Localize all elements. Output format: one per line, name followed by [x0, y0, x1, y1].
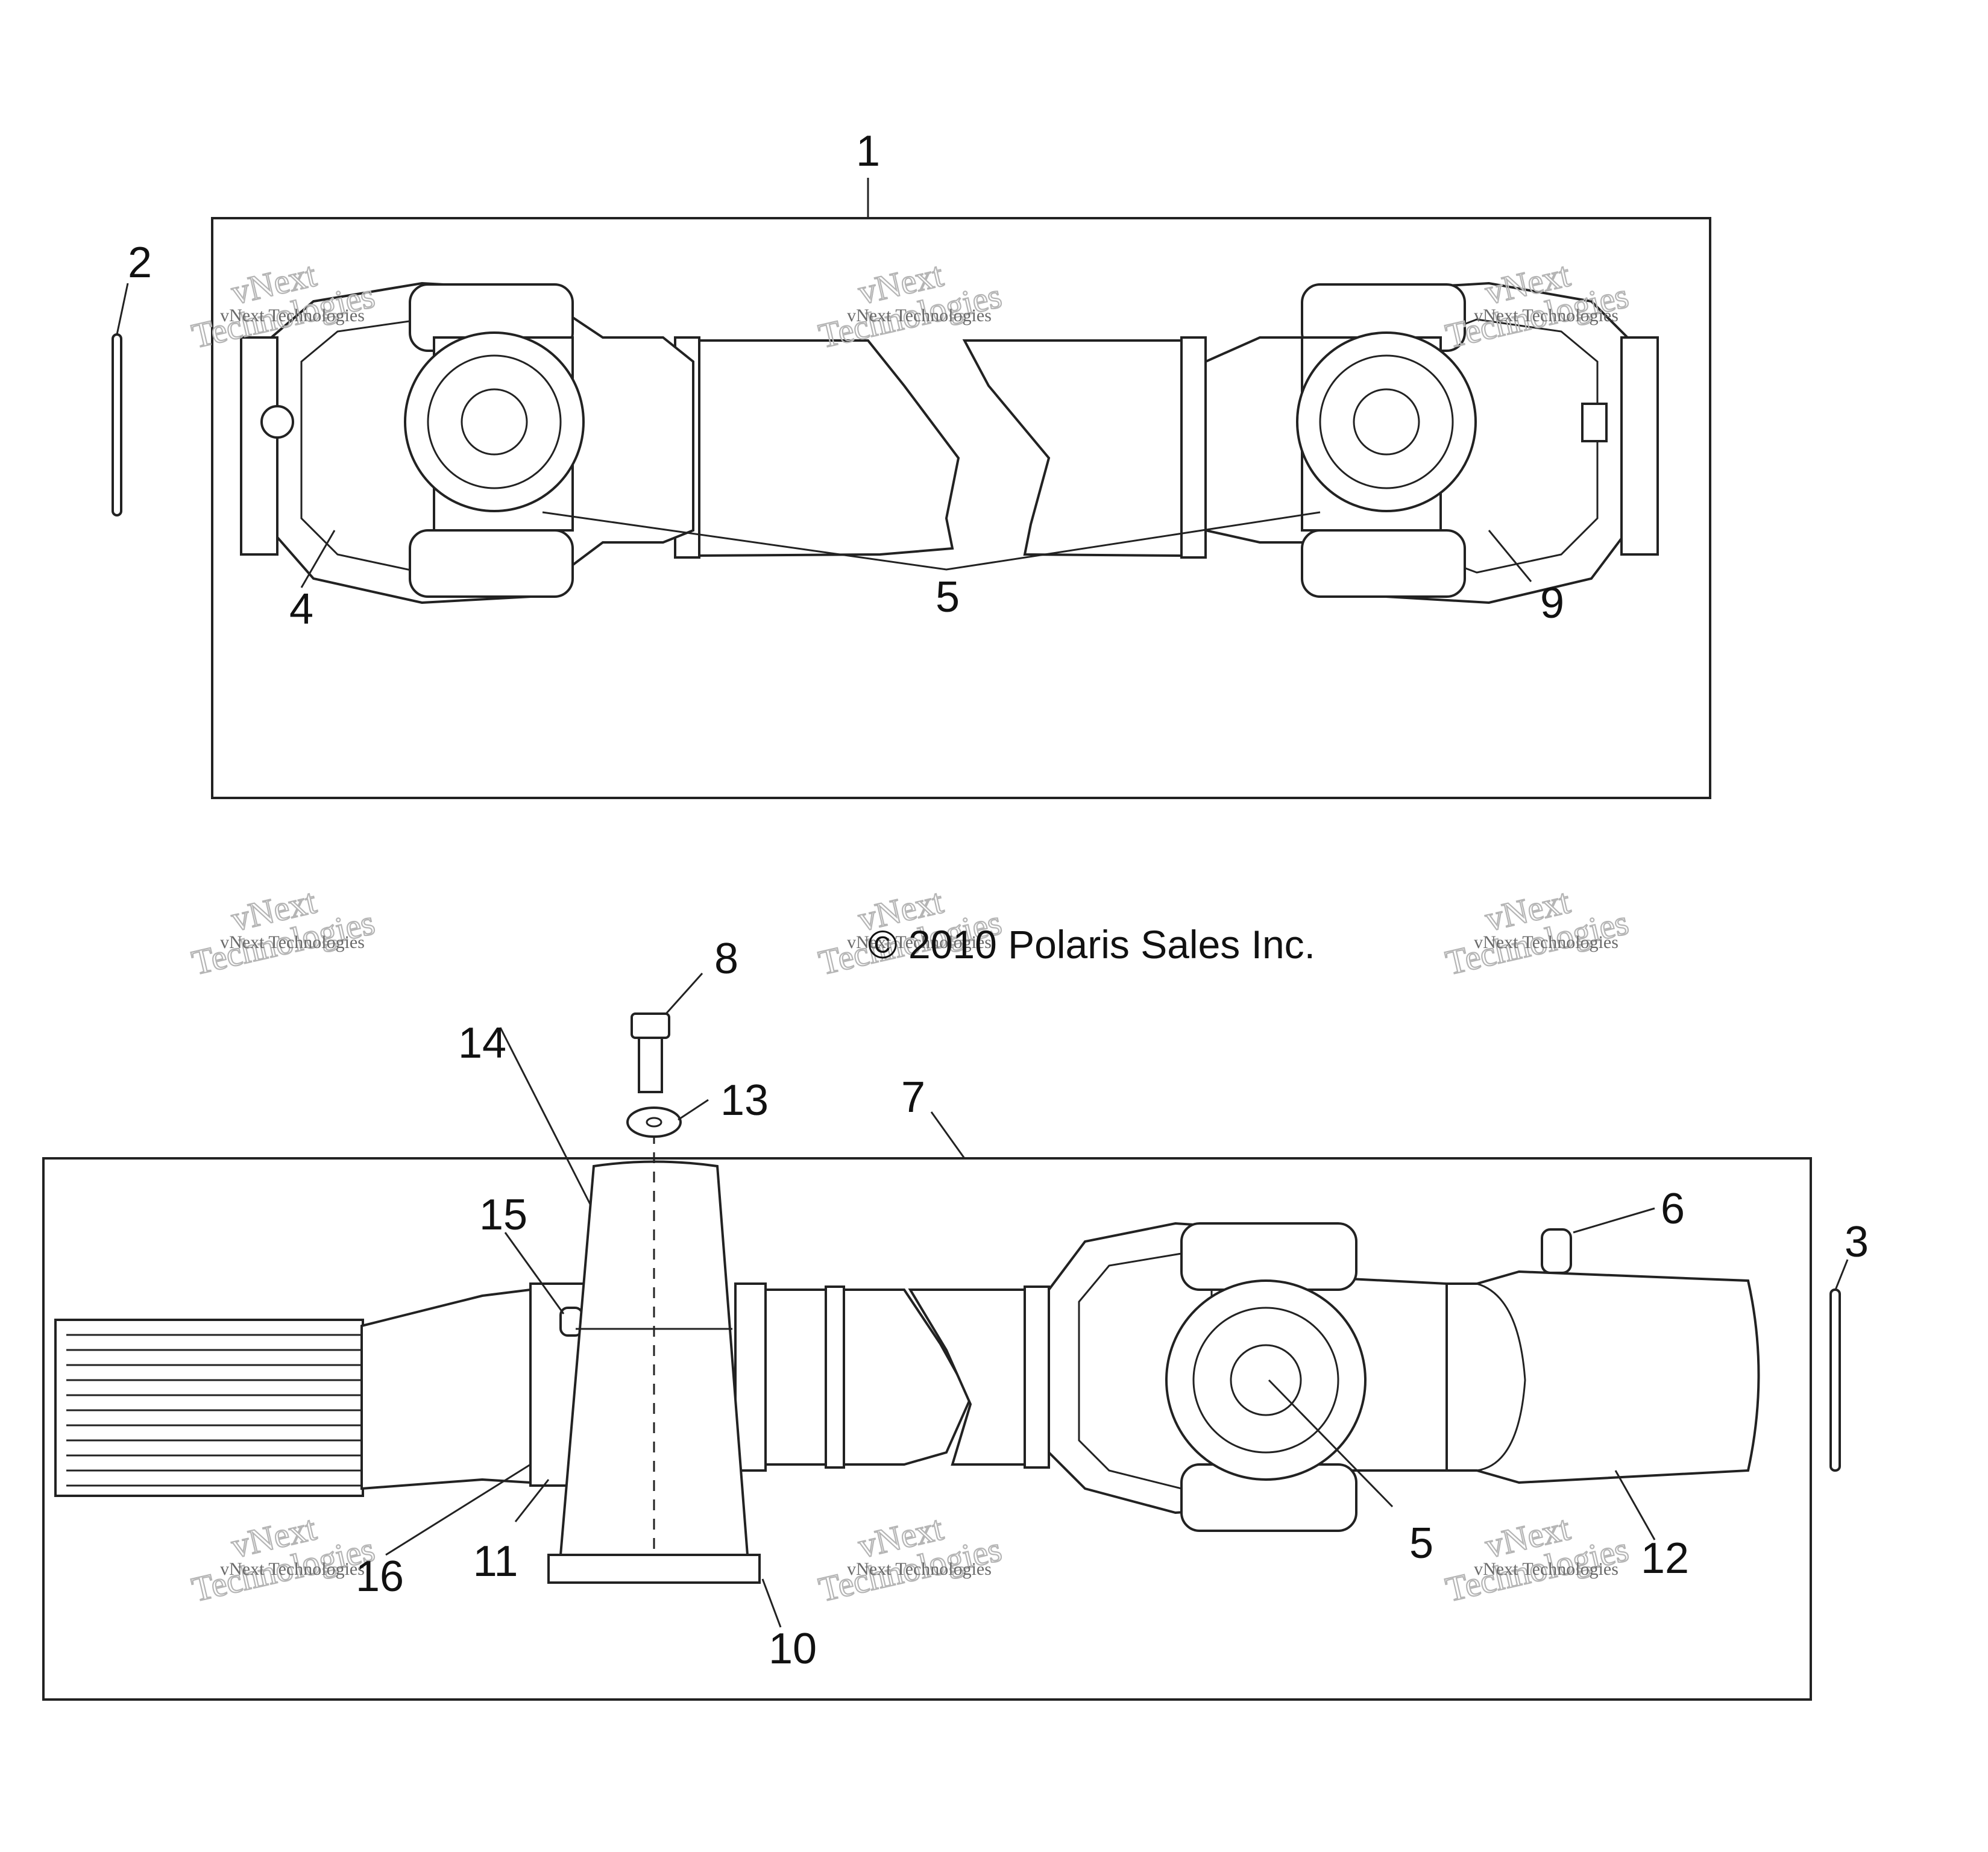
watermark-9: vNext Technologies vNext Technologies	[1441, 1507, 1632, 1610]
svg-text:vNext Technologies: vNext Technologies	[220, 932, 365, 952]
lower-bearing-outer	[1165, 1279, 1367, 1481]
assembly-7-frame	[42, 1157, 1812, 1701]
copyright-text: © 2010 Polaris Sales Inc.	[868, 922, 1315, 967]
callout-5-top: 5	[936, 573, 960, 621]
svg-text:vNext Technologies: vNext Technologies	[220, 1559, 365, 1579]
right-end-stub	[1620, 336, 1659, 556]
callout-1: 1	[856, 127, 880, 175]
callout-7: 7	[901, 1073, 925, 1122]
right-bearing-mid	[1319, 354, 1454, 489]
watermark-8: vNext Technologies vNext Technologies	[814, 1507, 1005, 1610]
part-8-bolt	[631, 1012, 670, 1093]
part-3-pin	[1829, 1289, 1841, 1472]
right-bearing-hub	[1353, 388, 1420, 456]
right-bearing-outer	[1296, 331, 1477, 512]
leader-5-top	[542, 511, 1321, 571]
leader-3	[1834, 1259, 1849, 1290]
watermark-6: vNext Technologies vNext Technologies	[1441, 880, 1632, 983]
svg-text:vNext Technologies: vNext Technologies	[1474, 1559, 1618, 1579]
part-13-washer	[626, 1106, 682, 1138]
right-grease-tab	[1581, 403, 1608, 442]
leader-14	[499, 1027, 592, 1206]
right-cap-bottom	[1301, 529, 1466, 598]
part-6-grease-fitting	[1541, 1228, 1572, 1274]
left-bearing-mid	[427, 354, 562, 489]
svg-text:vNext Technologies: vNext Technologies	[847, 1559, 992, 1579]
assembly-1-group	[211, 178, 1711, 799]
callout-4: 4	[289, 585, 313, 633]
watermark-7: vNext Technologies vNext Technologies	[187, 1507, 379, 1610]
lower-ring-a	[734, 1282, 767, 1472]
lower-bearing-mid	[1192, 1307, 1339, 1454]
leader-4	[300, 530, 336, 588]
callout-9: 9	[1540, 579, 1564, 627]
left-grease-nub	[260, 405, 294, 439]
part-12-slip-tube	[1445, 1270, 1760, 1484]
splined-shaft	[54, 1319, 364, 1497]
lower-ring-b	[825, 1285, 845, 1469]
callout-15: 15	[479, 1191, 527, 1239]
svg-text:vNext Technologies: vNext Technologies	[220, 306, 365, 325]
leader-11	[514, 1479, 550, 1522]
part-10-base-plate	[547, 1554, 761, 1584]
leader-9	[1488, 530, 1532, 582]
callout-labels: 1 2 4 5 9 8 14 13 7 15 6 3 16 11 5 12 10	[128, 127, 1869, 1673]
callout-13: 13	[720, 1076, 769, 1125]
leader-10	[761, 1578, 782, 1628]
callout-8: 8	[714, 935, 738, 983]
callout-10: 10	[769, 1625, 817, 1673]
leader-13	[678, 1099, 709, 1121]
assembly-7-group	[42, 1027, 1812, 1701]
svg-text:vNext Technologies: vNext Technologies	[847, 932, 992, 952]
leader-2	[116, 283, 129, 335]
svg-text:vNext Technologies: vNext Technologies	[1474, 932, 1618, 952]
leader-12	[1614, 1470, 1656, 1540]
callout-6: 6	[1661, 1185, 1685, 1233]
part-2-pin	[112, 333, 122, 516]
leader-15	[504, 1232, 565, 1314]
slip-tube-bulge	[1476, 1282, 1526, 1472]
svg-text:vNext Technologies: vNext Technologies	[1474, 306, 1618, 325]
leader-7	[930, 1111, 966, 1159]
callout-3: 3	[1845, 1218, 1869, 1266]
part-14-bearing-support	[559, 1160, 749, 1556]
callout-11: 11	[473, 1537, 518, 1586]
leader-16	[385, 1463, 531, 1556]
lower-bearing-hub	[1230, 1344, 1302, 1416]
leader-8	[665, 972, 703, 1015]
callout-12: 12	[1641, 1534, 1689, 1583]
left-cap-bottom	[409, 529, 574, 598]
callout-5-bottom: 5	[1409, 1519, 1433, 1568]
part-13-washer-hole	[646, 1117, 662, 1128]
leader-6	[1573, 1207, 1655, 1234]
ring-left-b	[1180, 336, 1207, 559]
left-end-stub	[240, 336, 278, 556]
callout-14: 14	[458, 1019, 506, 1067]
assembly-1-frame	[211, 217, 1711, 799]
left-bearing-outer	[404, 331, 585, 512]
callout-16: 16	[356, 1552, 404, 1601]
shaft-tube-right	[962, 339, 1183, 557]
shaft-taper	[360, 1288, 532, 1490]
leader-5-bottom	[1268, 1379, 1394, 1508]
callout-2: 2	[128, 239, 152, 287]
shaft-tube-left	[692, 339, 960, 557]
watermark-4: vNext Technologies vNext Technologies	[187, 880, 379, 983]
left-bearing-hub	[461, 388, 528, 456]
svg-text:vNext Technologies: vNext Technologies	[847, 306, 992, 325]
spline-grooves	[66, 1334, 362, 1487]
lower-ring-c	[1024, 1285, 1050, 1469]
